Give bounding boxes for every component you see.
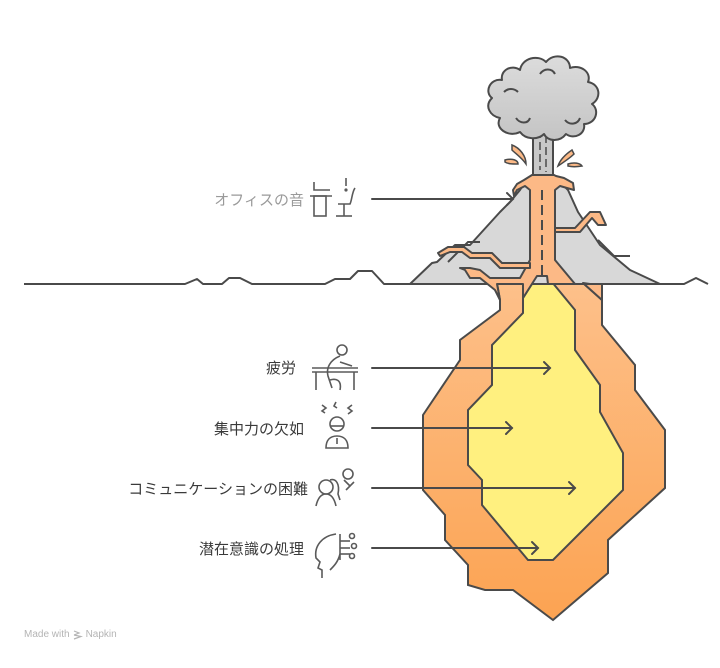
watermark-brand: Napkin — [85, 629, 117, 640]
smoke-cloud — [487, 55, 600, 141]
label-communication-difficulty: コミュニケーションの困難 — [128, 480, 308, 498]
label-fatigue: 疲労 — [265, 359, 296, 377]
stressed-person-icon — [320, 401, 354, 449]
label-lack-of-focus: 集中力の欠如 — [213, 420, 304, 438]
ground-line — [24, 270, 709, 285]
label-subconscious-processing: 潜在意識の処理 — [198, 540, 304, 558]
people-communication-icon — [315, 468, 355, 507]
label-office-noise: オフィスの音 — [214, 191, 304, 209]
napkin-watermark[interactable]: Made with Napkin — [24, 629, 117, 640]
connector-arrows — [371, 192, 577, 555]
napkin-logo-icon — [73, 629, 83, 640]
brain-circuit-head-icon — [314, 532, 358, 578]
lava-conduit — [437, 171, 607, 301]
watermark-prefix: Made with — [24, 629, 70, 640]
tired-person-at-desk-icon — [312, 344, 358, 391]
lava-splashes — [504, 143, 584, 168]
office-desk-chair-icon — [310, 178, 356, 217]
